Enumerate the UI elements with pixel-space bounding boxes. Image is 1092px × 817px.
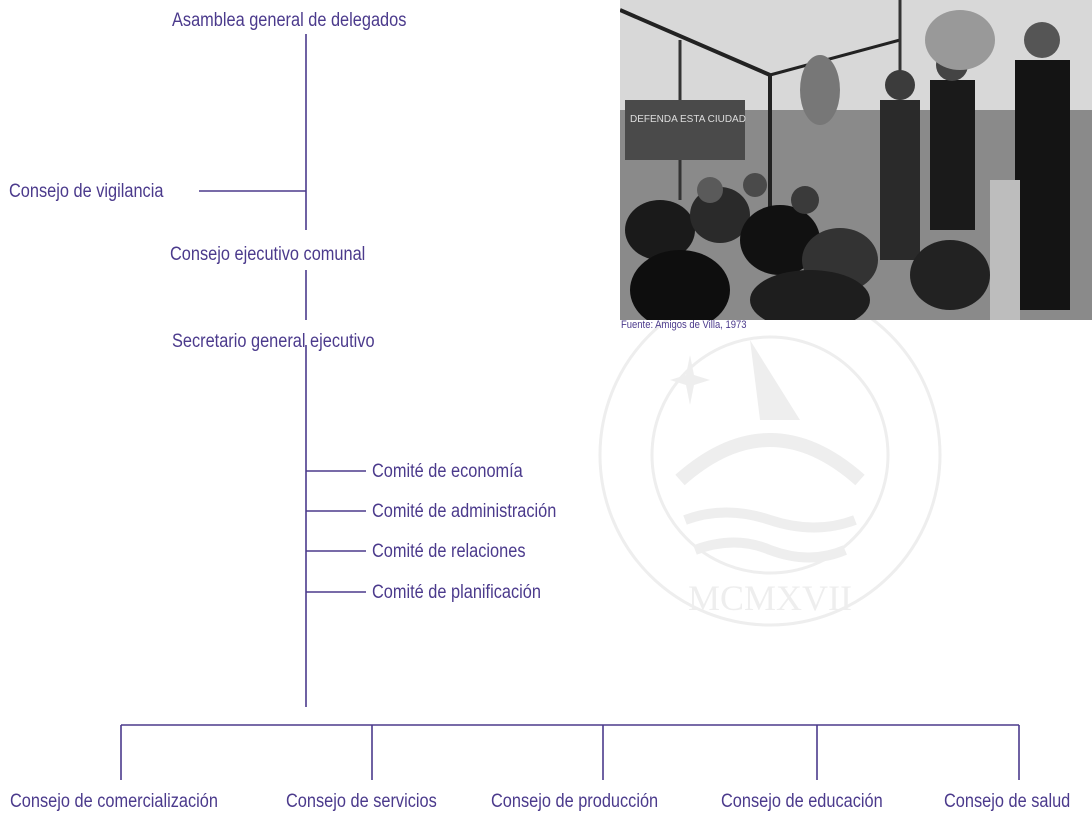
node-comite-relaciones: Comité de relaciones [372, 541, 526, 562]
university-seal-watermark: MCMXVII [560, 280, 980, 640]
node-comite-planificacion: Comité de planificación [372, 582, 541, 603]
node-comite-administracion: Comité de administración [372, 501, 557, 522]
photo-banner-text: DEFENDA ESTA CIUDAD [630, 114, 746, 125]
node-vigilancia: Consejo de vigilancia [9, 181, 164, 202]
node-consejo-servicios: Consejo de servicios [286, 791, 437, 812]
node-consejo-produccion: Consejo de producción [491, 791, 659, 812]
node-consejo-comercializacion: Consejo de comercialización [10, 791, 218, 812]
node-asamblea: Asamblea general de delegados [172, 10, 407, 31]
historical-photo: DEFENDA ESTA CIUDAD [620, 0, 1092, 320]
node-consejo-educacion: Consejo de educación [721, 791, 883, 812]
node-comite-economia: Comité de economía [372, 461, 523, 482]
node-secretario: Secretario general ejecutivo [172, 331, 375, 352]
photo-caption: Fuente: Amigos de Villa, 1973 [621, 319, 747, 331]
node-consejo-ejecutivo: Consejo ejecutivo comunal [170, 244, 366, 265]
node-consejo-salud: Consejo de salud [944, 791, 1071, 812]
seal-year: MCMXVII [688, 578, 852, 618]
